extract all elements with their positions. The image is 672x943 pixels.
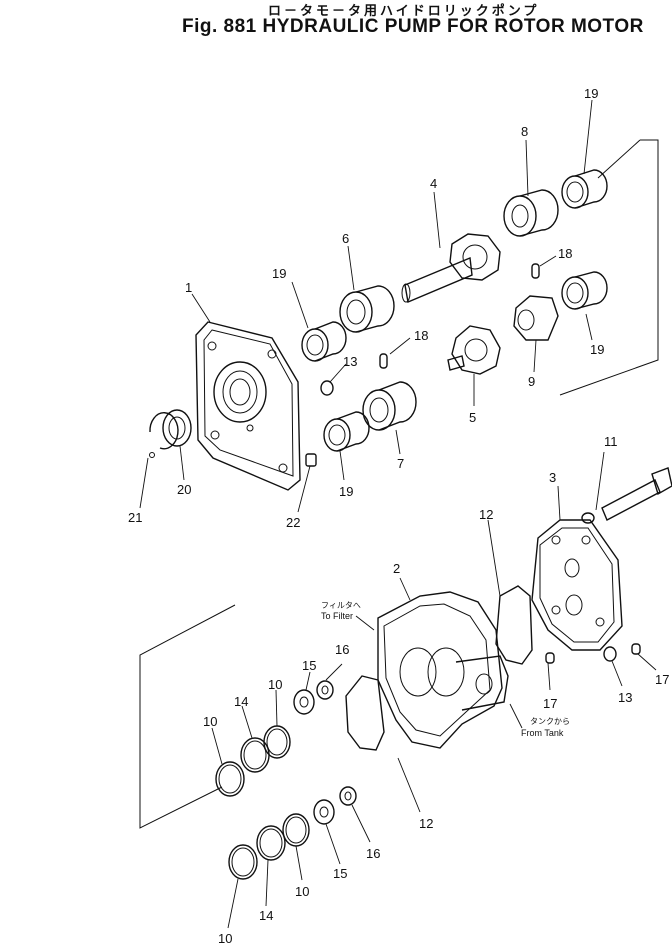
- callout-14-b: 14: [259, 908, 273, 923]
- callout-5: 5: [469, 410, 476, 425]
- figure-title-japanese: ロ－タモ－タ用ハイドロリックポンプ: [268, 4, 540, 19]
- callout-18-a: 18: [414, 328, 428, 343]
- callout-10-a: 10: [203, 714, 217, 729]
- figure-title: Fig. 881 HYDRAULIC PUMP FOR ROTOR MOTOR: [182, 16, 644, 37]
- part-9-bearing-block: [513, 295, 559, 341]
- part-15-seal-lower: [313, 799, 335, 825]
- callout-15-b: 15: [333, 866, 347, 881]
- callout-16-a: 16: [335, 642, 349, 657]
- callout-12-a: 12: [479, 507, 493, 522]
- callout-10-b: 10: [268, 677, 282, 692]
- callout-19-d: 19: [339, 484, 353, 499]
- part-2-pump-body: [377, 591, 509, 749]
- part-10-ring-upper-b: [215, 761, 245, 797]
- part-14-backup-ring-upper: [240, 737, 270, 773]
- part-7-bearing-block: [362, 381, 417, 431]
- part-13-o-ring-right: [603, 646, 617, 662]
- callout-16-b: 16: [366, 846, 380, 861]
- part-18-pin-right: [531, 263, 540, 279]
- part-12-gasket-right: [495, 585, 533, 665]
- callout-2: 2: [393, 561, 400, 576]
- callout-17-b: 17: [655, 672, 669, 687]
- leader-lines: [139, 99, 657, 929]
- part-18-pin-left: [379, 353, 388, 369]
- part-19-bushing-top-right: [561, 169, 608, 209]
- part-21-snap-ring: [149, 412, 179, 458]
- callout-9: 9: [528, 374, 535, 389]
- part-1-front-cover: [195, 321, 301, 491]
- callout-14-a: 14: [234, 694, 248, 709]
- callout-12-b: 12: [419, 816, 433, 831]
- callout-1: 1: [185, 280, 192, 295]
- part-4-drive-gear-shaft: [401, 233, 501, 303]
- callout-19-a: 19: [584, 86, 598, 101]
- part-22-plug: [305, 453, 317, 467]
- part-15-seal-upper: [293, 689, 315, 715]
- callout-10-d: 10: [218, 931, 232, 943]
- callout-3: 3: [549, 470, 556, 485]
- callout-21: 21: [128, 510, 142, 525]
- part-8-bearing-block: [503, 189, 559, 237]
- part-6-bearing-block: [339, 285, 395, 333]
- callout-10-c: 10: [295, 884, 309, 899]
- part-20-oil-seal: [162, 409, 192, 447]
- note-to-filter: To Filter: [321, 611, 353, 621]
- part-19-bushing-lower-left: [323, 411, 370, 452]
- callout-6: 6: [342, 231, 349, 246]
- assembly-guide-lines: [139, 139, 659, 829]
- part-3-rear-cover: [531, 519, 623, 651]
- part-10-ring-upper-a: [263, 725, 291, 759]
- part-16-washer-lower: [339, 786, 357, 806]
- part-17-pin-right-b: [631, 643, 641, 655]
- part-5-driven-gear: [447, 325, 501, 375]
- callout-18-b: 18: [558, 246, 572, 261]
- callout-19-b: 19: [272, 266, 286, 281]
- part-16-washer-upper: [316, 680, 334, 700]
- callout-15-a: 15: [302, 658, 316, 673]
- callout-13-b: 13: [618, 690, 632, 705]
- callout-17-a: 17: [543, 696, 557, 711]
- part-14-backup-ring-lower: [256, 825, 286, 861]
- callout-13-a: 13: [343, 354, 357, 369]
- callout-22: 22: [286, 515, 300, 530]
- callout-20: 20: [177, 482, 191, 497]
- part-12-gasket-left: [345, 675, 385, 751]
- part-19-bushing-mid-right: [561, 271, 608, 310]
- callout-8: 8: [521, 124, 528, 139]
- part-11-bolt: [581, 467, 672, 524]
- part-19-bushing-upper-left: [301, 321, 347, 362]
- callout-11: 11: [604, 434, 618, 449]
- part-10-ring-lower-a: [282, 813, 310, 847]
- callout-7: 7: [397, 456, 404, 471]
- part-10-ring-lower-b: [228, 844, 258, 880]
- part-13-o-ring-upper: [320, 380, 334, 396]
- callout-19-c: 19: [590, 342, 604, 357]
- port-notes: フィルタへ To Filter タンクから From Tank: [321, 601, 570, 738]
- note-to-filter-jp: フィルタへ: [321, 601, 361, 610]
- callout-4: 4: [430, 176, 437, 191]
- note-from-tank-jp: タンクから: [530, 717, 570, 726]
- note-from-tank: From Tank: [521, 728, 564, 738]
- callout-labels: 1 2 3 4 5 6 7 8 9 10 10 10 10 11 12 12 1…: [128, 86, 669, 943]
- part-17-pin-right-a: [545, 652, 555, 664]
